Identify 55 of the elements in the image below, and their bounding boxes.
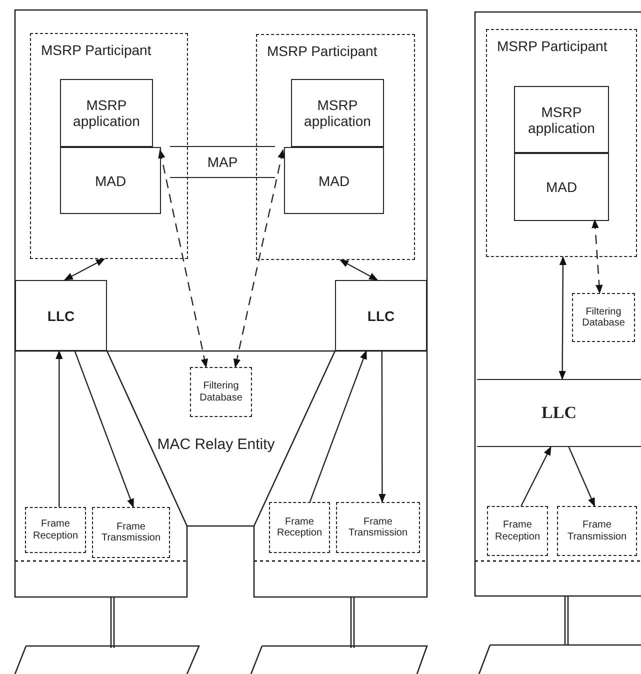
dashed-box bbox=[557, 506, 637, 556]
process-box bbox=[60, 79, 153, 147]
box-label: Frame Reception bbox=[494, 520, 542, 542]
dashed-box bbox=[336, 502, 420, 553]
dashed-arrow bbox=[233, 149, 285, 368]
arrow bbox=[378, 351, 386, 503]
box-label: Frame Transmission bbox=[566, 520, 628, 542]
arrow bbox=[520, 446, 552, 506]
process-box bbox=[514, 153, 609, 221]
box-label: LLC bbox=[46, 307, 76, 324]
arrow bbox=[309, 350, 367, 502]
arrow bbox=[56, 350, 63, 507]
arrow bbox=[64, 258, 106, 281]
box-label: Filtering Database bbox=[581, 306, 626, 329]
arrow bbox=[558, 256, 567, 380]
box-label: LLC bbox=[366, 307, 396, 324]
box-label: MAD bbox=[544, 178, 578, 196]
llc-band bbox=[477, 379, 641, 447]
dashed-box bbox=[269, 502, 330, 553]
participant-box bbox=[30, 33, 188, 259]
process-box bbox=[284, 147, 384, 214]
process-box bbox=[514, 86, 609, 153]
arrow bbox=[339, 259, 378, 281]
box-label: MSRP application bbox=[527, 103, 596, 136]
dashed-arrow bbox=[158, 149, 208, 368]
box-label: MAP bbox=[206, 154, 239, 170]
group-heading: MSRP Participant bbox=[496, 38, 608, 54]
arrow bbox=[74, 350, 134, 508]
process-box bbox=[291, 79, 384, 147]
arrow bbox=[568, 446, 596, 507]
box-label: MSRP application bbox=[72, 96, 141, 130]
dashed-box bbox=[92, 507, 170, 558]
process-box bbox=[60, 147, 161, 214]
participant-box bbox=[256, 34, 415, 260]
participant-box bbox=[486, 29, 637, 257]
llc-box bbox=[15, 280, 107, 351]
box-label: LLC bbox=[540, 403, 578, 423]
llc-box bbox=[335, 280, 427, 351]
group-heading: MSRP Participant bbox=[40, 42, 152, 58]
dashed-arrow bbox=[592, 219, 603, 294]
box-label: Frame Transmission bbox=[347, 516, 409, 539]
dashed-box bbox=[25, 507, 86, 553]
box-label: MAD bbox=[94, 172, 128, 189]
dashed-box bbox=[487, 506, 548, 556]
entity-label: MAC Relay Entity bbox=[156, 436, 276, 453]
protocol-band bbox=[170, 146, 275, 178]
box-label: Frame Reception bbox=[276, 516, 324, 539]
box-label: Frame Transmission bbox=[100, 521, 162, 544]
box-label: MAD bbox=[317, 172, 351, 189]
dashed-box bbox=[572, 293, 635, 342]
box-label: Filtering Database bbox=[198, 380, 244, 404]
box-label: Frame Reception bbox=[32, 518, 80, 542]
group-heading: MSRP Participant bbox=[266, 43, 378, 60]
dashed-box bbox=[190, 367, 252, 417]
box-label: MSRP application bbox=[303, 96, 372, 130]
